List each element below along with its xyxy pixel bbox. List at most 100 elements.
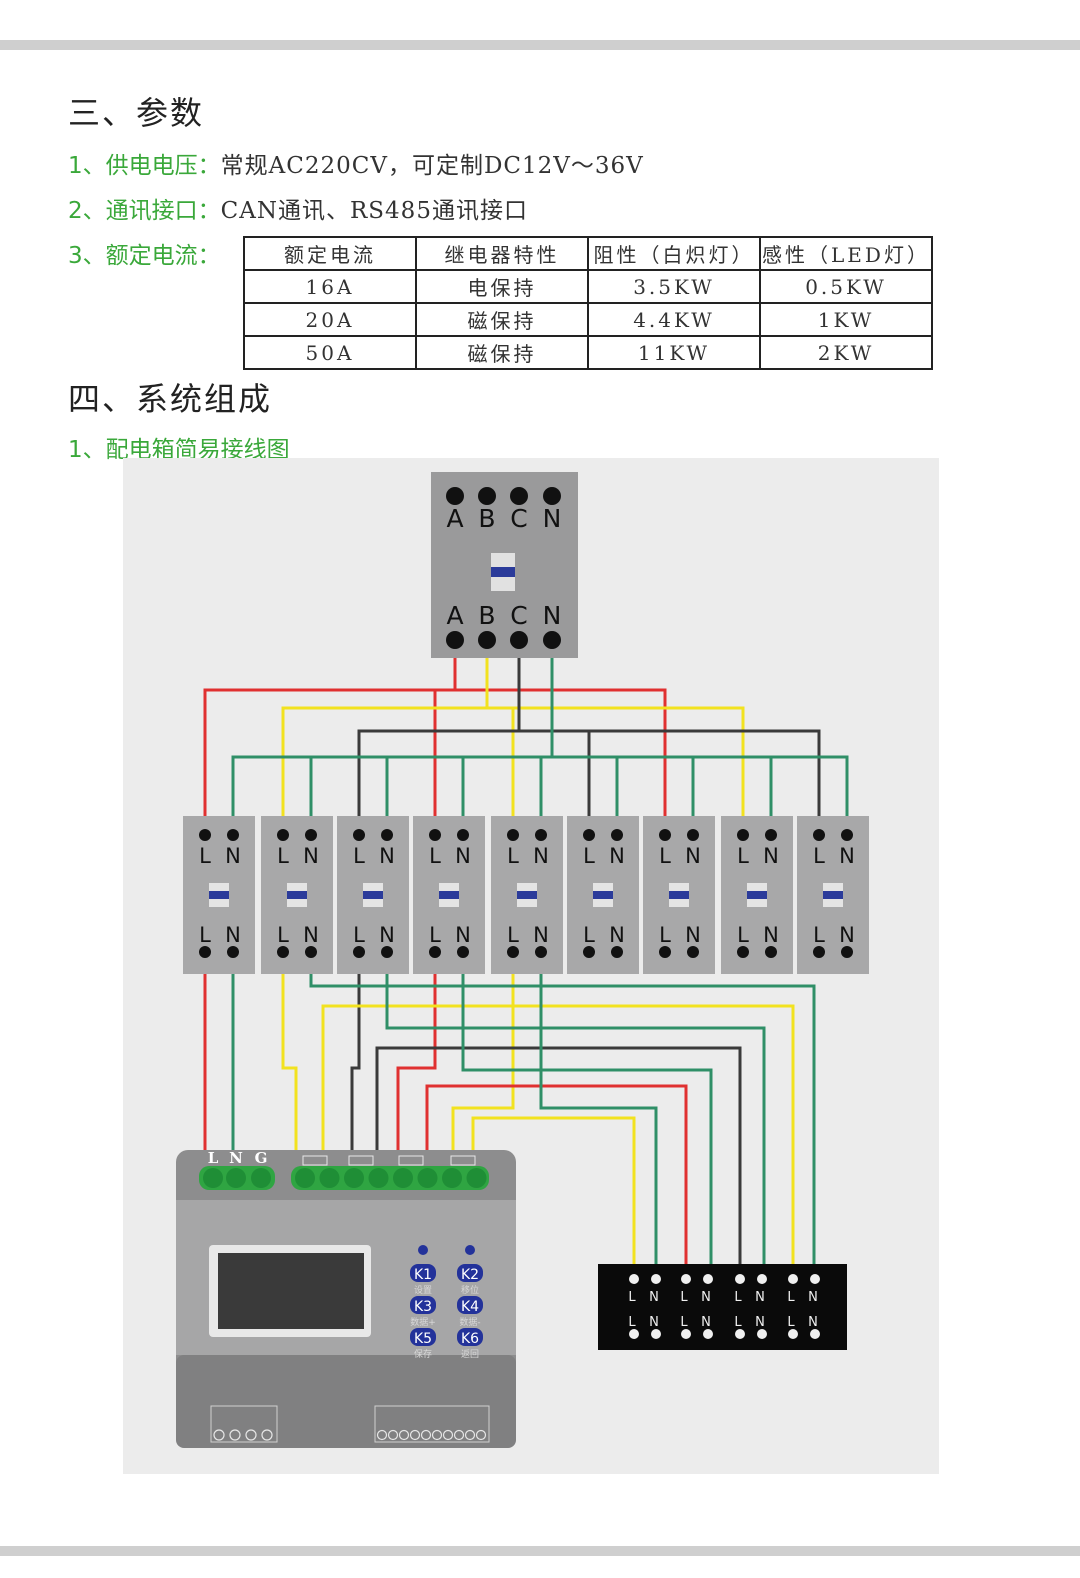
- terminal-marking: [450, 1155, 476, 1166]
- terminal-label: N: [701, 1290, 711, 1305]
- terminal-marking: [348, 1155, 374, 1166]
- breaker-switch-toggle: [669, 891, 689, 899]
- param-value: 常规AC220CV，可定制DC12V～36V: [220, 153, 644, 179]
- terminal-label: N: [839, 923, 855, 947]
- components-layer: AABBCCNNLLNNLLNNLLNNLLNNLLNNLLNNLLNNLLNN…: [176, 472, 869, 1448]
- terminal-label: L: [787, 1290, 795, 1305]
- status-led: [465, 1245, 475, 1255]
- terminal-dot: [457, 946, 469, 958]
- terminal-dot: [757, 1274, 767, 1284]
- table-cell: 16A: [243, 269, 417, 304]
- terminal-dot: [446, 487, 464, 505]
- relay-terminal-block: [291, 1166, 489, 1190]
- terminal-label: N: [225, 844, 241, 868]
- terminal-label: L: [734, 1290, 742, 1305]
- terminal-label: L: [813, 923, 825, 947]
- comm-port-terminal: [261, 1429, 273, 1441]
- io-port-terminal: [409, 1429, 421, 1441]
- key-label: K6: [461, 1331, 479, 1347]
- terminal-label: N: [455, 923, 471, 947]
- terminal-label: L: [628, 1290, 636, 1305]
- terminal-dot: [788, 1329, 798, 1339]
- breaker-switch-toggle: [439, 891, 459, 899]
- top-divider: [0, 40, 1080, 50]
- terminal-dot: [813, 829, 825, 841]
- terminal-dot: [765, 946, 777, 958]
- wire: [321, 1004, 795, 1266]
- key-button-k2: [457, 1264, 483, 1282]
- terminal-label: A: [446, 601, 463, 630]
- terminal-dot: [227, 946, 239, 958]
- terminal-label: N: [609, 844, 625, 868]
- param-value: CAN通讯、RS485通讯接口: [220, 198, 528, 224]
- terminal-dot: [735, 1329, 745, 1339]
- lcd-screen: [218, 1253, 364, 1329]
- terminal-label: L: [429, 844, 441, 868]
- io-port-terminal: [398, 1429, 410, 1441]
- status-led: [418, 1245, 428, 1255]
- table-cell: 磁保持: [415, 335, 589, 370]
- load-board-body: [598, 1264, 847, 1350]
- terminal-label: L: [680, 1290, 688, 1305]
- table-cell: 电保持: [415, 269, 589, 304]
- terminal-label: L: [659, 923, 671, 947]
- terminal-label: L: [277, 844, 289, 868]
- table-cell: 3.5KW: [587, 269, 761, 304]
- terminal-label: N: [379, 923, 395, 947]
- table-cell: 0.5KW: [759, 269, 933, 304]
- wire: [309, 973, 816, 1266]
- terminal-dot: [810, 1274, 820, 1284]
- wire: [281, 973, 298, 1158]
- wire: [375, 1046, 742, 1266]
- terminal-marking: [302, 1155, 328, 1166]
- terminal-dot: [227, 829, 239, 841]
- table-row: 16A 电保持 3.5KW 0.5KW: [243, 269, 933, 304]
- terminal-dot: [305, 829, 317, 841]
- terminal-label: L: [199, 923, 211, 947]
- terminal-label: N: [533, 923, 549, 947]
- terminal-label: N: [533, 844, 549, 868]
- terminal-dot: [353, 946, 365, 958]
- module-bottom: [176, 1355, 516, 1448]
- terminal-dot: [429, 946, 441, 958]
- breaker-switch-toggle: [823, 891, 843, 899]
- breaker-switch-toggle: [747, 891, 767, 899]
- param-label: 3、额定电流：: [68, 243, 221, 269]
- terminal-label: B: [478, 601, 495, 630]
- comm-port-terminal: [245, 1429, 257, 1441]
- terminal-dot: [765, 829, 777, 841]
- table-cell: 20A: [243, 302, 417, 337]
- terminal-dot: [703, 1274, 713, 1284]
- table-header-row: 额定电流 继电器特性 阻性（白炽灯） 感性（LED灯）: [243, 236, 933, 271]
- terminal-label: L: [583, 844, 595, 868]
- rated-current-table: 额定电流 继电器特性 阻性（白炽灯） 感性（LED灯） 16A 电保持 3.5K…: [243, 236, 933, 370]
- terminal-dot: [841, 946, 853, 958]
- terminal-label: L: [680, 1315, 688, 1330]
- terminal-dot: [510, 487, 528, 505]
- terminal-dot: [651, 1274, 661, 1284]
- table-cell: 1KW: [759, 302, 933, 337]
- terminal-dot: [277, 829, 289, 841]
- terminal-screw: [251, 1168, 271, 1188]
- terminal-dot: [277, 946, 289, 958]
- terminal-screw: [203, 1168, 223, 1188]
- terminal-dot: [757, 1329, 767, 1339]
- breaker-switch-toggle: [209, 891, 229, 899]
- terminal-label: L: [787, 1315, 795, 1330]
- key-label: K4: [461, 1299, 479, 1315]
- terminal-label: L: [277, 923, 289, 947]
- table-cell: 11KW: [587, 335, 761, 370]
- key-button-k3: [410, 1296, 436, 1314]
- terminal-marking: [398, 1155, 424, 1166]
- terminal-dot: [681, 1329, 691, 1339]
- terminal-label: C: [510, 601, 527, 630]
- table-row: 20A 磁保持 4.4KW 1KW: [243, 302, 933, 337]
- terminal-screw: [344, 1168, 364, 1188]
- terminal-screw: [393, 1168, 413, 1188]
- terminal-label: C: [510, 504, 527, 533]
